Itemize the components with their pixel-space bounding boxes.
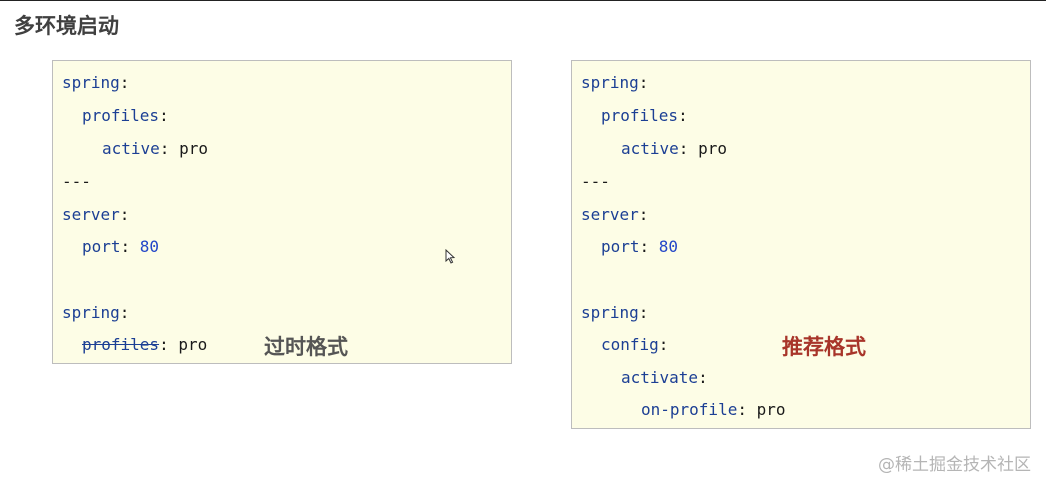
yaml-key: port [82, 237, 121, 256]
yaml-key: on-profile [641, 400, 738, 419]
yaml-number: 80 [658, 237, 679, 256]
code-line: active: pro [102, 139, 208, 158]
yaml-key: active [621, 139, 679, 158]
code-line: profiles: pro [82, 335, 208, 354]
yaml-key: active [102, 139, 160, 158]
yaml-value: pro [179, 139, 208, 158]
code-line: spring: [62, 303, 130, 322]
code-line: activate: [621, 368, 708, 387]
code-line: port: 80 [601, 237, 679, 256]
yaml-key: server [62, 205, 120, 224]
code-line: spring: [581, 303, 649, 322]
deprecated-yaml-key: profiles [82, 335, 160, 354]
yaml-key: port [601, 237, 640, 256]
code-panel-deprecated: spring: profiles: active: pro --- server… [52, 60, 512, 364]
yaml-key: config [601, 335, 659, 354]
page-title: 多环境启动 [14, 14, 119, 38]
recommended-format-label: 推荐格式 [782, 335, 866, 359]
yaml-key: profiles [82, 106, 160, 125]
code-line: spring: [62, 73, 130, 92]
code-line: profiles: [601, 106, 688, 125]
yaml-key: spring [581, 73, 639, 92]
code-line: port: 80 [82, 237, 160, 256]
yaml-key: spring [581, 303, 639, 322]
yaml-key: profiles [601, 106, 679, 125]
yaml-key: server [581, 205, 639, 224]
document-separator: --- [581, 172, 610, 191]
code-line: profiles: [82, 106, 169, 125]
code-line: server: [62, 205, 130, 224]
deprecated-format-label: 过时格式 [264, 335, 348, 359]
watermark: @稀土掘金技术社区 [878, 455, 1031, 475]
code-line: active: pro [621, 139, 727, 158]
code-line: on-profile: pro [641, 400, 786, 419]
top-border [0, 0, 1046, 1]
document-separator: --- [62, 172, 91, 191]
code-line: config: [601, 335, 669, 354]
mouse-pointer-icon [445, 249, 456, 264]
yaml-value: pro [178, 335, 208, 354]
code-line: server: [581, 205, 649, 224]
yaml-value: pro [698, 139, 727, 158]
yaml-key: spring [62, 303, 120, 322]
yaml-key: spring [62, 73, 120, 92]
yaml-key: activate [621, 368, 699, 387]
code-panel-recommended: spring: profiles: active: pro --- server… [571, 60, 1031, 429]
yaml-value: pro [756, 400, 786, 419]
code-line: spring: [581, 73, 649, 92]
yaml-number: 80 [139, 237, 160, 256]
